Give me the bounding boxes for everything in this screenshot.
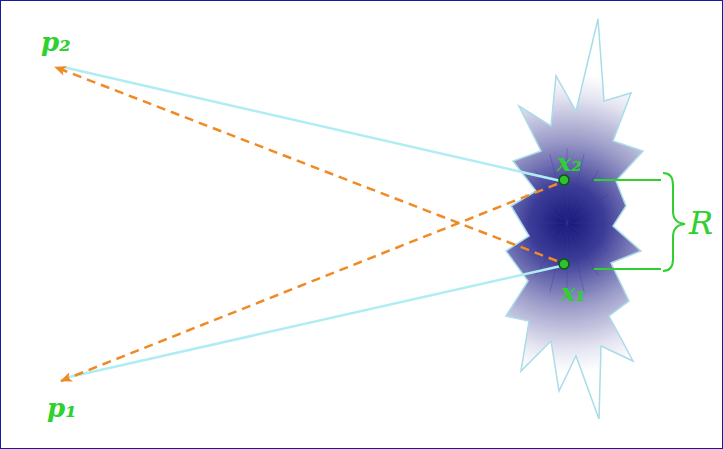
brace [663, 173, 685, 271]
dimension-line [594, 268, 661, 270]
source-burst [506, 19, 643, 419]
burst-ray [567, 170, 599, 223]
path-line [65, 266, 561, 378]
burst-ray [525, 223, 567, 252]
burst-ray [567, 194, 609, 223]
burst-ray [567, 223, 612, 224]
burst-rays [522, 148, 612, 298]
dashed-arrow [61, 184, 557, 381]
dimension-line [594, 179, 661, 181]
point-dot [559, 259, 569, 269]
point-label: p₂ [41, 29, 71, 55]
path-line [63, 67, 561, 181]
burst-ray [522, 223, 567, 224]
dimension-label: R [689, 207, 713, 239]
point-label: x₂ [557, 151, 582, 175]
point-label: x₁ [561, 281, 586, 305]
point-dot [559, 175, 569, 185]
dashed-arrow [55, 67, 557, 261]
point-label: p₁ [47, 395, 77, 421]
